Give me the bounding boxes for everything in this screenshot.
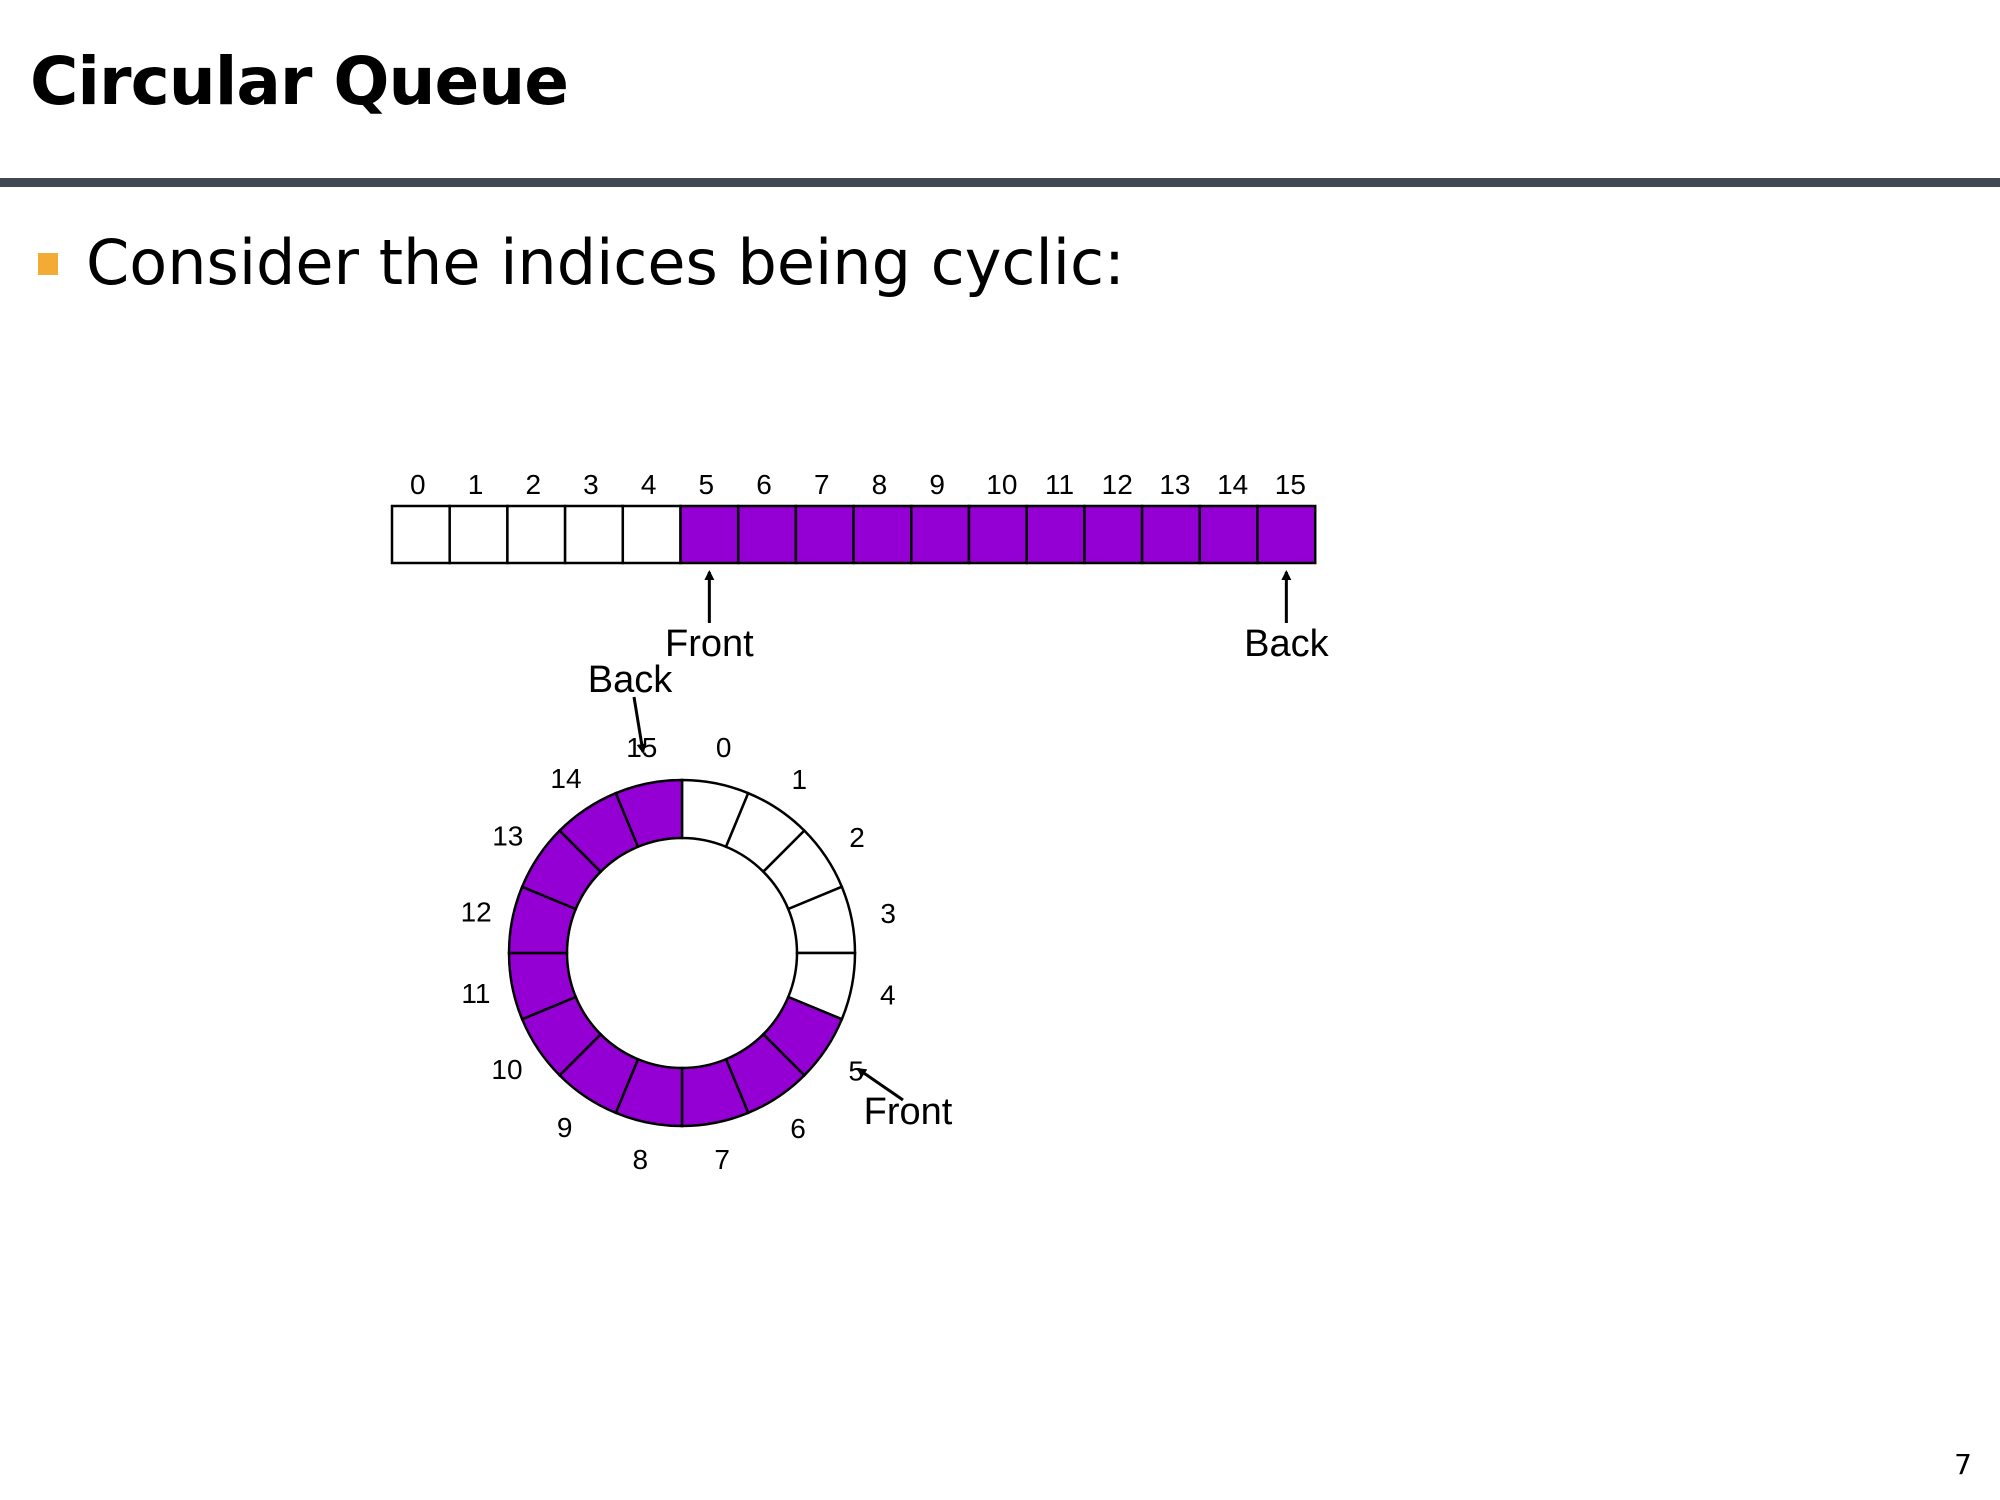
circular-index-label: 8	[632, 1144, 648, 1175]
linear-front-label: Front	[665, 623, 754, 665]
circular-index-label: 6	[790, 1113, 806, 1144]
linear-cell-2	[506, 504, 567, 565]
linear-cell-0	[390, 504, 451, 565]
linear-index-label: 6	[756, 469, 772, 500]
linear-index-label: 14	[1217, 469, 1248, 500]
circular-index-label: 14	[550, 763, 581, 794]
linear-cell-13	[1140, 504, 1202, 565]
circular-index-label: 3	[880, 898, 896, 929]
linear-index-label: 10	[986, 469, 1017, 500]
linear-index-label: 5	[699, 469, 715, 500]
linear-index-label: 13	[1159, 469, 1190, 500]
linear-index-label: 4	[641, 469, 657, 500]
linear-index-label: 8	[872, 469, 888, 500]
bullet-text: Consider the indices being cyclic:	[86, 226, 1125, 299]
linear-cell-10	[967, 504, 1028, 565]
circular-array: 0123456789101112131415BackFront	[461, 659, 953, 1175]
linear-index-label: 3	[583, 469, 599, 500]
linear-cell-14	[1198, 504, 1259, 565]
linear-cell-3	[563, 504, 625, 565]
page-number: 7	[1954, 1448, 1972, 1481]
circular-index-label: 7	[714, 1144, 730, 1175]
linear-back-label: Back	[1244, 623, 1329, 665]
linear-index-label: 7	[814, 469, 830, 500]
slide-title: Circular Queue	[30, 43, 569, 120]
linear-index-label: 15	[1275, 469, 1306, 500]
circular-index-label: 1	[792, 764, 808, 795]
linear-cell-15	[1256, 504, 1317, 565]
circular-index-label: 12	[461, 896, 492, 927]
linear-index-label: 2	[525, 469, 541, 500]
linear-cell-9	[910, 504, 971, 565]
linear-cell-1	[448, 504, 509, 565]
title-divider	[0, 178, 2000, 187]
linear-index-label: 1	[468, 469, 484, 500]
circular-index-label: 2	[849, 822, 865, 853]
linear-index-label: 11	[1045, 469, 1074, 500]
circular-index-label: 10	[491, 1054, 522, 1085]
circular-index-label: 11	[461, 978, 490, 1009]
circular-front-arrow	[856, 1067, 904, 1102]
linear-index-label: 9	[929, 469, 945, 500]
circular-front-label: Front	[864, 1091, 953, 1133]
bullet-marker	[38, 253, 58, 275]
circular-index-label: 13	[492, 821, 523, 852]
linear-index-label: 12	[1102, 469, 1133, 500]
circular-back-label: Back	[588, 659, 673, 701]
linear-cell-7	[794, 504, 855, 565]
circular-back-arrow	[632, 696, 647, 754]
circular-index-label: 5	[848, 1055, 864, 1086]
linear-cell-5	[679, 504, 740, 565]
linear-cell-6	[736, 504, 798, 565]
linear-cell-8	[852, 504, 913, 565]
linear-index-label: 0	[410, 469, 426, 500]
linear-cell-11	[1025, 504, 1086, 565]
linear-cell-12	[1083, 504, 1144, 565]
circular-index-label: 0	[716, 732, 732, 763]
circular-index-label: 4	[880, 980, 896, 1011]
circular-cell-15	[614, 778, 684, 849]
linear-cell-4	[621, 504, 682, 565]
circular-index-label: 9	[557, 1112, 573, 1143]
